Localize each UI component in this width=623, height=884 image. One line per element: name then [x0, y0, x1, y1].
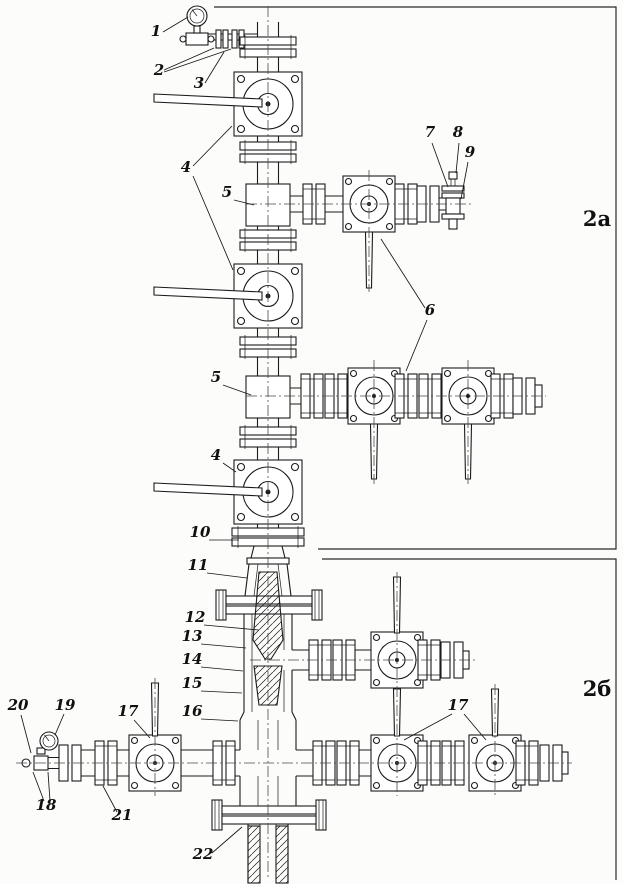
- stud-bolt: [315, 799, 327, 831]
- section-label-2a: 2а: [583, 206, 612, 231]
- upper-assembly: [153, 5, 543, 528]
- stud-bolt: [311, 589, 323, 621]
- callout-15: 15: [182, 674, 203, 692]
- casing-head: [239, 711, 297, 806]
- callout-22: 22: [192, 845, 214, 863]
- side-outlet-row-2: [290, 367, 543, 480]
- callout-11: 11: [188, 556, 209, 574]
- bottom-flange-casing: [211, 799, 327, 884]
- callout-18: 18: [36, 796, 57, 814]
- callout-3: 3: [194, 74, 204, 92]
- valve-handle: [153, 93, 263, 108]
- callout-4-upper: 4: [181, 158, 191, 176]
- callout-13: 13: [182, 627, 203, 645]
- gauge-valve-body: [185, 32, 209, 46]
- pressure-gauge-assembly: [179, 5, 258, 49]
- lower-assembly: [21, 526, 569, 884]
- callout-2: 2: [153, 61, 164, 79]
- gate-valve-side-3: [441, 367, 495, 425]
- stud-bolt: [211, 799, 223, 831]
- gauge-line-flange: [215, 29, 222, 49]
- side-outlet-right: [296, 688, 569, 792]
- callout-9: 9: [465, 143, 476, 161]
- callout-10: 10: [190, 523, 211, 541]
- callout-5-lower: 5: [211, 368, 221, 386]
- callout-7: 7: [425, 123, 436, 141]
- callout-17-right: 17: [448, 696, 469, 714]
- leader-lines: [20, 16, 487, 854]
- callout-19: 19: [55, 696, 76, 714]
- callout-17-left: 17: [118, 702, 139, 720]
- frame-2b: [322, 558, 617, 880]
- casing-wall: [247, 825, 261, 884]
- casing-wall: [275, 825, 289, 884]
- frame-2a: [214, 6, 617, 550]
- callout-8: 8: [453, 123, 464, 141]
- valve-handle: [153, 286, 263, 301]
- valve-handle: [153, 482, 263, 497]
- callout-5-upper: 5: [222, 183, 232, 201]
- callout-4-lower: 4: [211, 446, 221, 464]
- callout-6: 6: [425, 301, 436, 319]
- side-outlet-row-1: [290, 171, 465, 289]
- callout-21: 21: [111, 806, 133, 824]
- callout-12: 12: [185, 608, 206, 626]
- callout-16: 16: [182, 702, 203, 720]
- valve-handle: [150, 682, 160, 737]
- main-pipe: [256, 22, 280, 528]
- callout-20: 20: [7, 696, 29, 714]
- centerlines: [16, 6, 572, 880]
- callouts: 1 2 3 4 5 6 7 8 9 5 4 10 11 12 13 14 15 …: [7, 22, 476, 863]
- callout-14: 14: [182, 650, 203, 668]
- stud-bolt: [215, 589, 227, 621]
- choke-fitting-assembly: [441, 171, 465, 230]
- section-label-2b: 2б: [583, 676, 612, 701]
- callout-1: 1: [151, 22, 161, 40]
